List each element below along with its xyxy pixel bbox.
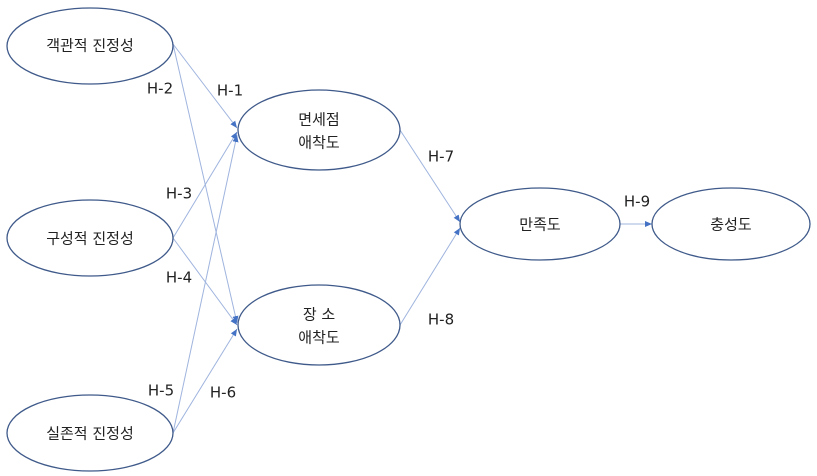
node-existential-authenticity: 실존적 진정성 [6,394,174,472]
hypothesis-label-h5: H-5 [148,382,174,400]
node-label: 충성도 [710,216,752,234]
edge-h7 [399,129,461,223]
edge-h8 [399,227,461,326]
node-label: 구성적 진정성 [46,230,134,248]
hypothesis-label-h2: H-2 [147,80,173,98]
node-objective-authenticity: 객관적 진정성 [6,7,174,85]
node-label: 실존적 진정성 [46,425,134,443]
hypothesis-label-h9: H-9 [624,193,650,211]
node-satisfaction: 만족도 [459,187,621,261]
node-label-line1: 면세점 [298,111,339,129]
edge-h5 [172,134,239,434]
node-dutyfree-attachment: 면세점 애착도 [237,89,401,171]
node-label-line2: 애착도 [298,134,340,152]
edge-h1 [172,43,238,129]
hypothesis-label-h1: H-1 [217,82,243,100]
hypothesis-label-h7: H-7 [428,148,454,166]
edge-h2 [172,43,239,324]
node-label: 만족도 [519,216,561,234]
edge-h6 [172,328,238,434]
node-place-attachment: 장 소 애착도 [237,284,401,366]
hypothesis-label-h8: H-8 [428,311,454,329]
hypothesis-label-h4: H-4 [166,269,192,287]
hypothesis-label-h6: H-6 [210,384,236,402]
node-loyalty: 충성도 [651,187,811,261]
node-label: 객관적 진정성 [46,37,134,55]
node-label-line2: 애착도 [298,329,340,347]
edge-h4 [172,237,238,326]
node-constructive-authenticity: 구성적 진정성 [6,199,174,277]
hypothesis-label-h3: H-3 [166,185,192,203]
node-label-line1: 장 소 [303,306,336,324]
edge-h3 [172,131,238,239]
